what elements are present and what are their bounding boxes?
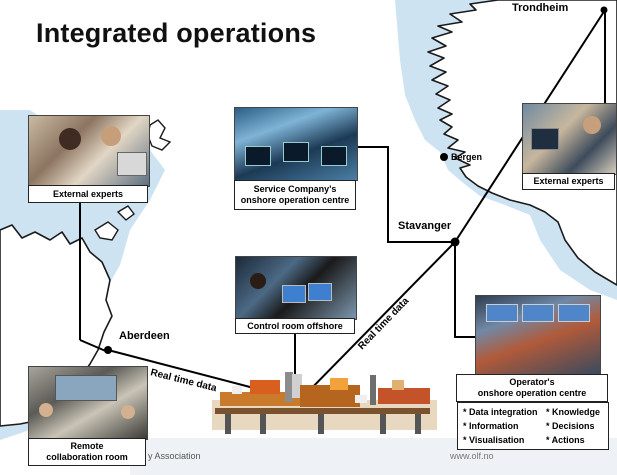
link-service-stavanger: [357, 146, 455, 243]
stavanger-marker: [450, 237, 460, 247]
label-aberdeen: Aberdeen: [119, 330, 170, 342]
trondheim-marker: [600, 6, 608, 14]
person-figure: [39, 403, 53, 417]
caption-remote-collaboration: Remote collaboration room: [28, 438, 146, 466]
monitor-shape: [282, 285, 306, 303]
person-figure: [121, 405, 135, 419]
screen-shape: [55, 375, 117, 401]
link-platform-stavanger: [299, 241, 456, 401]
capabilities-list: * Data integration * Information * Visua…: [457, 402, 609, 450]
oil-platform-illustration: [212, 372, 437, 434]
footer-website: www.olf.no: [450, 451, 494, 461]
islands-mid: [94, 205, 135, 241]
label-trondheim: Trondheim: [512, 2, 569, 14]
bergen-marker: [440, 153, 448, 161]
photo-operator-centre: [475, 295, 601, 375]
caption-external-experts-right: External experts: [522, 173, 615, 190]
photo-external-experts-left: [28, 115, 150, 187]
caption-service-company: Service Company's onshore operation cent…: [234, 180, 356, 210]
capability-item: * Decisions: [546, 421, 595, 431]
footer-association: y Association: [148, 451, 201, 461]
photo-control-room: [235, 256, 357, 320]
photo-service-company: [234, 107, 358, 181]
caption-control-room: Control room offshore: [235, 318, 355, 334]
link-aberdeen-remote: [79, 339, 109, 353]
person-figure: [101, 126, 121, 146]
photo-remote-collaboration: [28, 366, 148, 440]
slide-title: Integrated operations: [36, 18, 317, 48]
screen-shape: [558, 304, 590, 322]
capability-item: * Knowledge: [546, 407, 601, 417]
capability-item: * Data integration: [463, 407, 538, 417]
capability-item: * Information: [463, 421, 519, 431]
monitor-shape: [245, 146, 271, 166]
person-figure: [250, 273, 266, 289]
link-stavanger-operator: [454, 242, 475, 338]
capability-item: * Actions: [546, 435, 585, 445]
monitor-shape: [283, 142, 309, 162]
aberdeen-marker: [104, 346, 112, 354]
monitor-shape: [531, 128, 559, 150]
monitor-shape: [321, 146, 347, 166]
person-figure: [583, 116, 601, 134]
person-figure: [59, 128, 81, 150]
monitor-shape: [308, 283, 332, 301]
label-stavanger: Stavanger: [398, 220, 452, 232]
screen-shape: [522, 304, 554, 322]
realtime-label-left: Real time data: [149, 367, 218, 394]
label-bergen: Bergen: [451, 152, 483, 162]
islands-north: [147, 119, 172, 151]
capability-item: * Visualisation: [463, 435, 525, 445]
caption-operator-centre: Operator's onshore operation centre: [456, 374, 608, 402]
realtime-label-right: Real time data: [356, 295, 411, 352]
screen-shape: [486, 304, 518, 322]
photo-external-experts-right: [522, 103, 617, 175]
caption-external-experts-left: External experts: [28, 185, 148, 203]
monitor-shape: [117, 152, 147, 176]
